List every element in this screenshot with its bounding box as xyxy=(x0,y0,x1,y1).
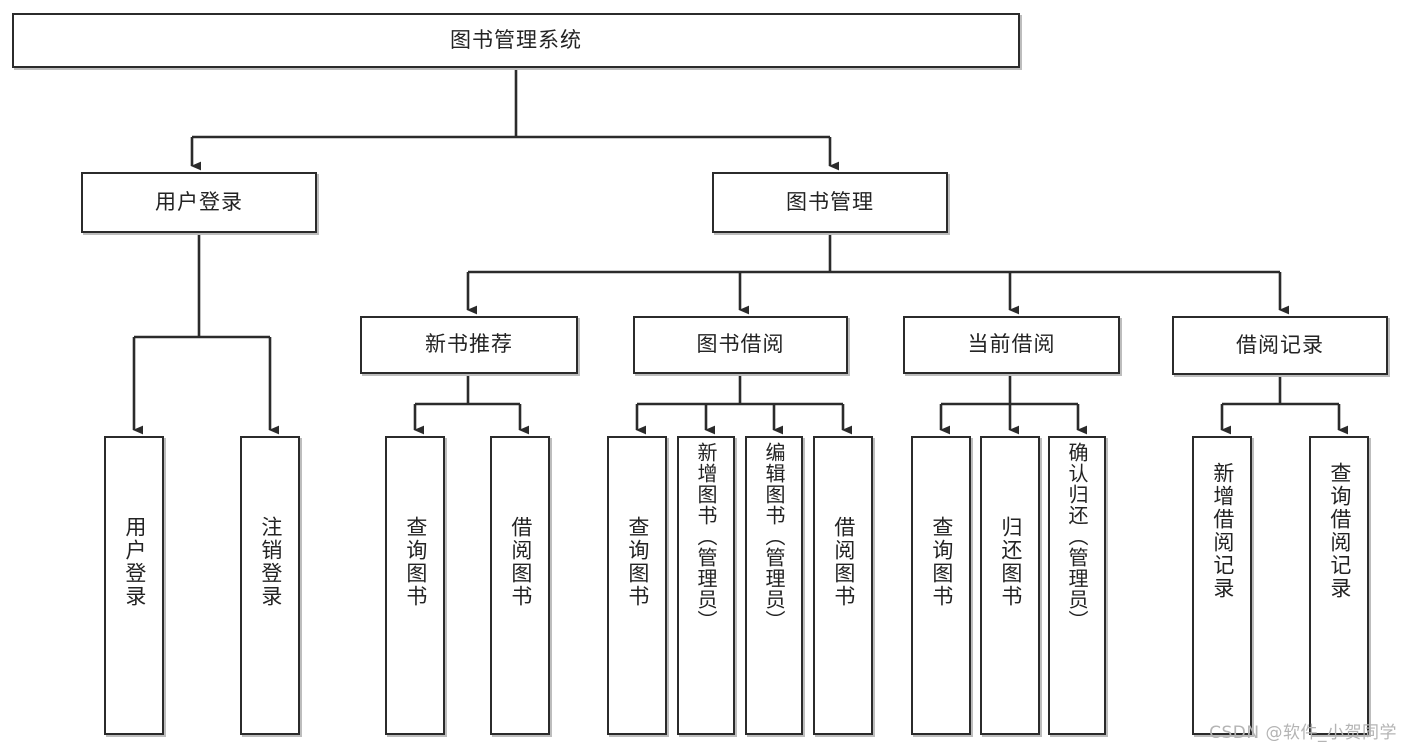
node-label: 图书管理 xyxy=(786,189,874,214)
leaf-bookborrow-query-book[interactable]: 查询图书 xyxy=(607,436,667,735)
leaf-user-login[interactable]: 用户登录 xyxy=(104,436,164,735)
node-label: 编辑图书（管理员） xyxy=(762,442,786,631)
leaf-newbook-borrow-book[interactable]: 借阅图书 xyxy=(490,436,550,735)
node-label: 用户登录 xyxy=(122,516,147,608)
node-label: 新书推荐 xyxy=(425,332,513,357)
node-current-borrow[interactable]: 当前借阅 xyxy=(903,316,1120,374)
node-label: 确认归还（管理员） xyxy=(1065,442,1089,631)
leaf-borrowrecord-add-record[interactable]: 新增借阅记录 xyxy=(1192,436,1252,735)
node-label: 归还图书 xyxy=(998,516,1023,608)
node-borrow-record[interactable]: 借阅记录 xyxy=(1172,316,1388,375)
leaf-currentborrow-query-book[interactable]: 查询图书 xyxy=(911,436,971,735)
leaf-logout-login[interactable]: 注销登录 xyxy=(240,436,300,735)
node-label: 借阅图书 xyxy=(508,516,533,608)
leaf-borrowrecord-query-record[interactable]: 查询借阅记录 xyxy=(1309,436,1369,735)
leaf-currentborrow-return-book[interactable]: 归还图书 xyxy=(980,436,1040,735)
csdn-watermark: CSDN @软件_小贺同学 xyxy=(1209,723,1397,743)
node-label: 新增借阅记录 xyxy=(1210,462,1235,600)
node-label: 注销登录 xyxy=(258,516,283,608)
leaf-bookborrow-add-book[interactable]: 新增图书（管理员） xyxy=(677,436,735,735)
leaf-newbook-query-book[interactable]: 查询图书 xyxy=(385,436,445,735)
node-label: 图书管理系统 xyxy=(450,27,582,52)
node-book-manage[interactable]: 图书管理 xyxy=(712,172,948,233)
node-label: 查询图书 xyxy=(625,516,650,608)
node-label: 借阅记录 xyxy=(1236,332,1324,357)
node-label: 查询图书 xyxy=(403,516,428,608)
node-label: 当前借阅 xyxy=(967,332,1056,357)
node-label: 新增图书（管理员） xyxy=(694,442,718,631)
leaf-currentborrow-confirm-return[interactable]: 确认归还（管理员） xyxy=(1048,436,1106,735)
node-book-borrow[interactable]: 图书借阅 xyxy=(633,316,848,374)
node-label: 用户登录 xyxy=(155,189,243,214)
node-label: 借阅图书 xyxy=(831,516,856,608)
node-new-book-recommend[interactable]: 新书推荐 xyxy=(360,316,578,374)
node-label: 查询借阅记录 xyxy=(1327,462,1352,600)
leaf-bookborrow-edit-book[interactable]: 编辑图书（管理员） xyxy=(745,436,803,735)
node-root-system[interactable]: 图书管理系统 xyxy=(12,13,1020,68)
node-label: 查询图书 xyxy=(929,516,954,608)
node-user-login[interactable]: 用户登录 xyxy=(81,172,317,233)
node-label: 图书借阅 xyxy=(696,332,785,357)
leaf-bookborrow-borrow-book[interactable]: 借阅图书 xyxy=(813,436,873,735)
